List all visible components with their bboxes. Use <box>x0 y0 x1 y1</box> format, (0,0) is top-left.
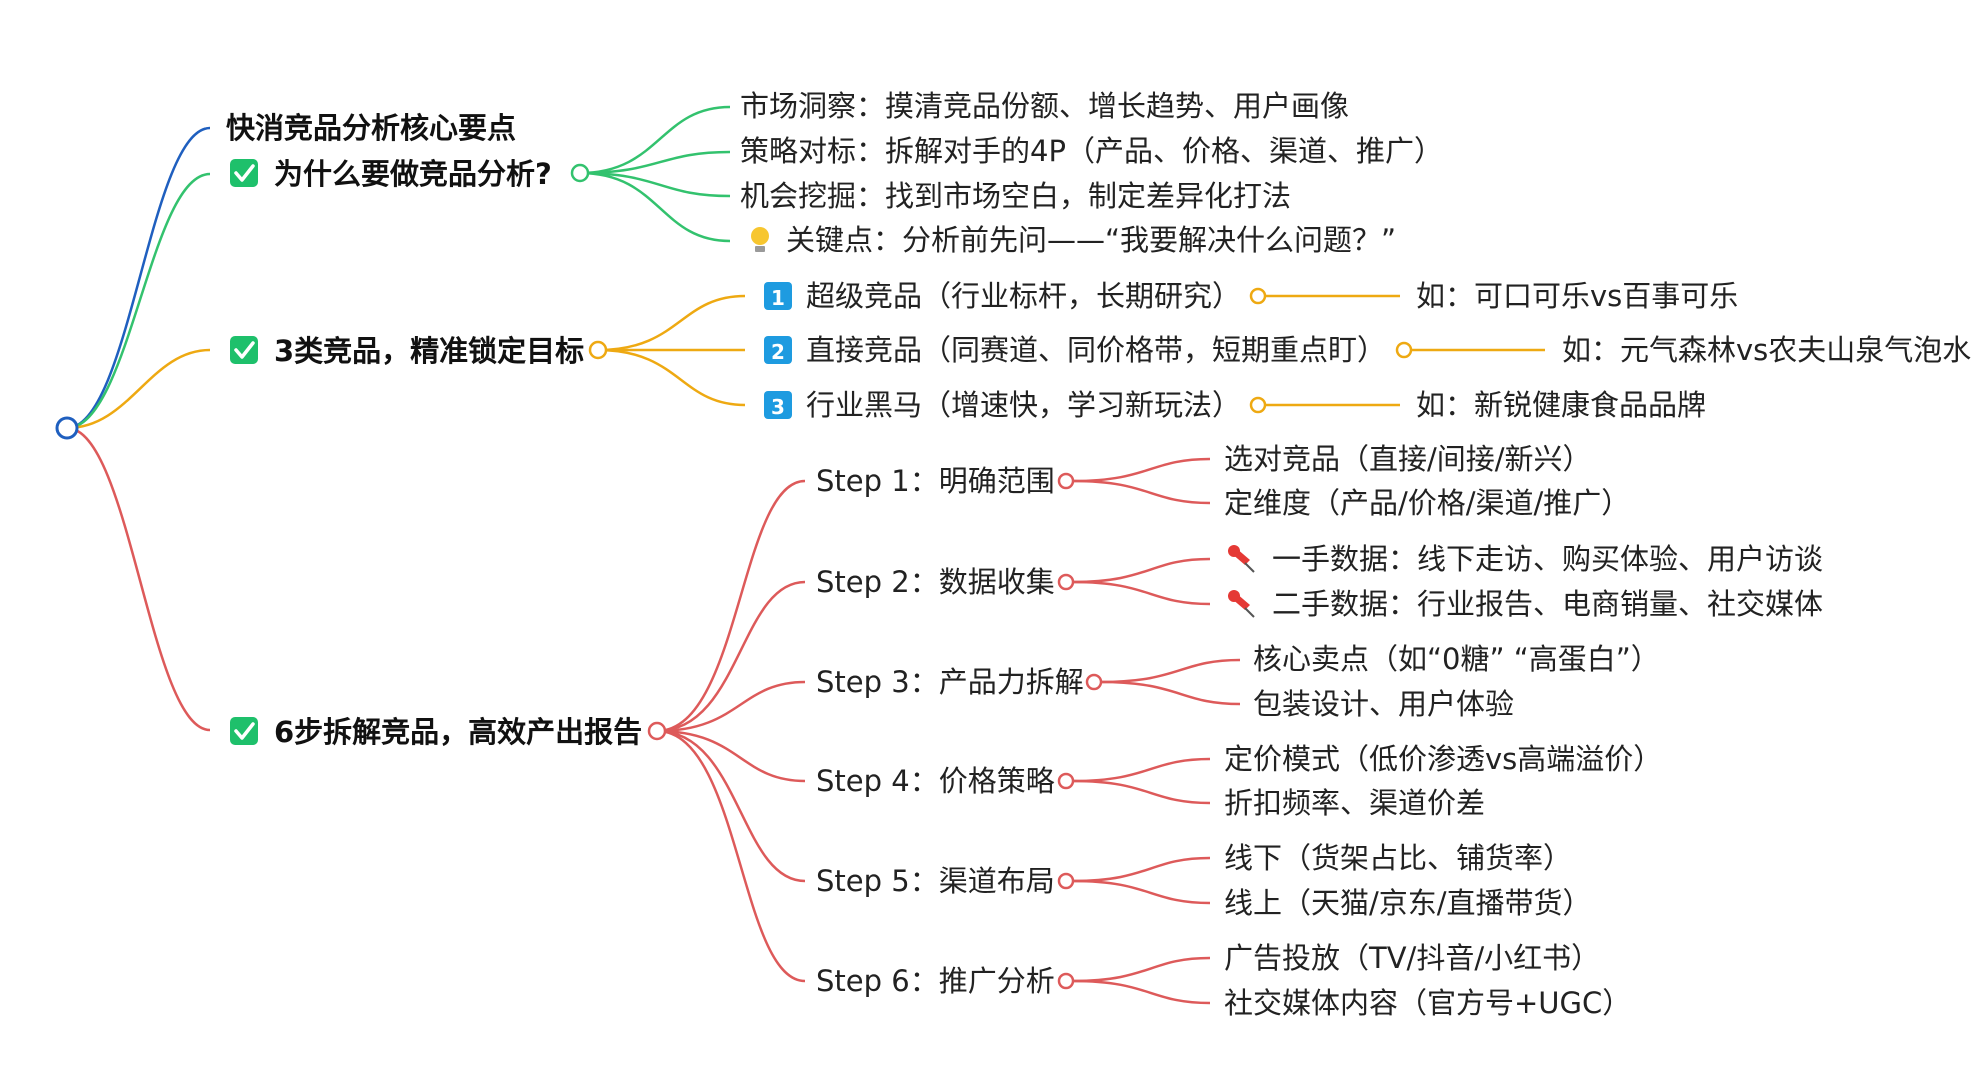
connector-step-4-a <box>1072 757 1211 783</box>
svg-text:2: 2 <box>771 340 785 364</box>
steps-collapse-node[interactable] <box>647 721 667 741</box>
why-item-1: 市场洞察：摸清竞品份额、增长趋势、用户画像 <box>740 89 1349 123</box>
type-2-collapse-node[interactable] <box>1395 341 1413 359</box>
step-6-collapse-node[interactable] <box>1057 972 1075 990</box>
why-section-label: 为什么要做竞品分析? <box>274 157 552 191</box>
types-check-icon <box>230 336 258 364</box>
connector-root-steps <box>66 426 211 732</box>
step-1-detail-2: 定维度（产品/价格/渠道/推广） <box>1224 486 1630 520</box>
step-6-detail-2: 社交媒体内容（官方号+UGC） <box>1224 986 1631 1020</box>
why-collapse-node[interactable] <box>570 163 590 183</box>
step-3-collapse-node[interactable] <box>1085 673 1103 691</box>
step-4-label: Step 4：价格策略 <box>816 764 1055 798</box>
type-3-example: 如：新锐健康食品品牌 <box>1416 388 1706 422</box>
steps-section-label: 6步拆解竞品，高效产出报告 <box>274 715 642 749</box>
pushpin-icon <box>1228 590 1255 618</box>
type-3-label: 行业黑马（增速快，学习新玩法） <box>806 388 1241 422</box>
connector-step-1-a <box>1072 457 1211 483</box>
step-3-detail-2: 包装设计、用户体验 <box>1253 687 1514 721</box>
type-1-label: 超级竞品（行业标杆，长期研究） <box>806 279 1241 313</box>
connector-types-1 <box>597 294 746 352</box>
step-5-detail-1: 线下（货架占比、铺货率） <box>1224 841 1572 875</box>
connector-why-2 <box>579 150 731 175</box>
step-4-detail-1: 定价模式（低价渗透vs高端溢价） <box>1224 742 1662 776</box>
connector-root-why <box>66 172 211 430</box>
connector-step-5-a <box>1072 856 1211 883</box>
connector-steps-1 <box>656 479 806 733</box>
connector-why-1 <box>579 105 731 175</box>
connector-root-title <box>66 126 211 430</box>
type-3-collapse-node[interactable] <box>1249 396 1267 414</box>
step-4-detail-2: 折扣频率、渠道价差 <box>1224 786 1485 820</box>
why-item-3: 机会挖掘：找到市场空白，制定差异化打法 <box>740 179 1291 213</box>
connector-step-2-b <box>1072 580 1211 606</box>
steps-check-icon <box>230 717 258 745</box>
step-2-label: Step 2：数据收集 <box>816 565 1055 599</box>
connector-types-3 <box>597 348 746 407</box>
type-2-label: 直接竞品（同赛道、同价格带，短期重点盯） <box>806 333 1386 367</box>
connector-steps-3 <box>656 680 806 733</box>
connector-steps-2 <box>656 580 806 733</box>
why-check-icon <box>230 159 258 187</box>
connector-root-types <box>66 348 211 430</box>
connector-step-3-b <box>1100 680 1241 706</box>
connector-step-5-b <box>1072 879 1211 905</box>
step-5-detail-2: 线上（天猫/京东/直播带货） <box>1224 886 1592 920</box>
types-collapse-node[interactable] <box>588 340 608 360</box>
type-1-collapse-node[interactable] <box>1249 287 1267 305</box>
why-item-2: 策略对标：拆解对手的4P（产品、价格、渠道、推广） <box>740 134 1443 168</box>
type-1-example: 如：可口可乐vs百事可乐 <box>1416 279 1738 313</box>
connector-step-6-a <box>1072 956 1211 983</box>
connector-steps-4 <box>656 729 806 783</box>
connector-step-4-b <box>1072 779 1211 805</box>
step-5-label: Step 5：渠道布局 <box>816 864 1055 898</box>
connector-steps-6 <box>656 729 806 983</box>
step-2-collapse-node[interactable] <box>1057 573 1075 591</box>
step-1-collapse-node[interactable] <box>1057 472 1075 490</box>
step-2-detail-2: 二手数据：行业报告、电商销量、社交媒体 <box>1272 587 1823 621</box>
step-5-collapse-node[interactable] <box>1057 872 1075 890</box>
step-4-collapse-node[interactable] <box>1057 772 1075 790</box>
connector-step-2-a <box>1072 557 1211 584</box>
mind-map-title: 快消竞品分析核心要点 <box>226 111 516 145</box>
keycap-3-icon: 3 <box>764 391 792 419</box>
keycap-2-icon: 2 <box>764 336 792 364</box>
connector-step-3-a <box>1100 658 1241 684</box>
step-1-label: Step 1：明确范围 <box>816 464 1055 498</box>
connector-step-6-b <box>1072 979 1211 1005</box>
connector-steps-5 <box>656 729 806 883</box>
svg-text:1: 1 <box>771 286 785 310</box>
connector-why-4 <box>579 171 731 243</box>
step-2-detail-1: 一手数据：线下走访、购买体验、用户访谈 <box>1272 542 1823 576</box>
root-node[interactable] <box>55 416 79 440</box>
pushpin-icon <box>1228 545 1255 573</box>
type-2-example: 如：元气森林vs农夫山泉气泡水 <box>1562 333 1971 367</box>
step-6-label: Step 6：推广分析 <box>816 964 1055 998</box>
light-bulb-icon <box>751 227 769 252</box>
svg-text:3: 3 <box>771 395 785 419</box>
step-1-detail-1: 选对竞品（直接/间接/新兴） <box>1224 442 1592 476</box>
step-3-label: Step 3：产品力拆解 <box>816 665 1084 699</box>
why-item-4: 关键点：分析前先问——“我要解决什么问题？” <box>786 223 1396 257</box>
step-6-detail-1: 广告投放（TV/抖音/小红书） <box>1224 941 1600 975</box>
step-3-detail-1: 核心卖点（如“0糖” “高蛋白”） <box>1253 642 1660 676</box>
connector-why-3 <box>579 171 731 198</box>
types-section-label: 3类竞品，精准锁定目标 <box>274 334 584 368</box>
keycap-1-icon: 1 <box>764 282 792 310</box>
connector-step-1-b <box>1072 479 1211 505</box>
